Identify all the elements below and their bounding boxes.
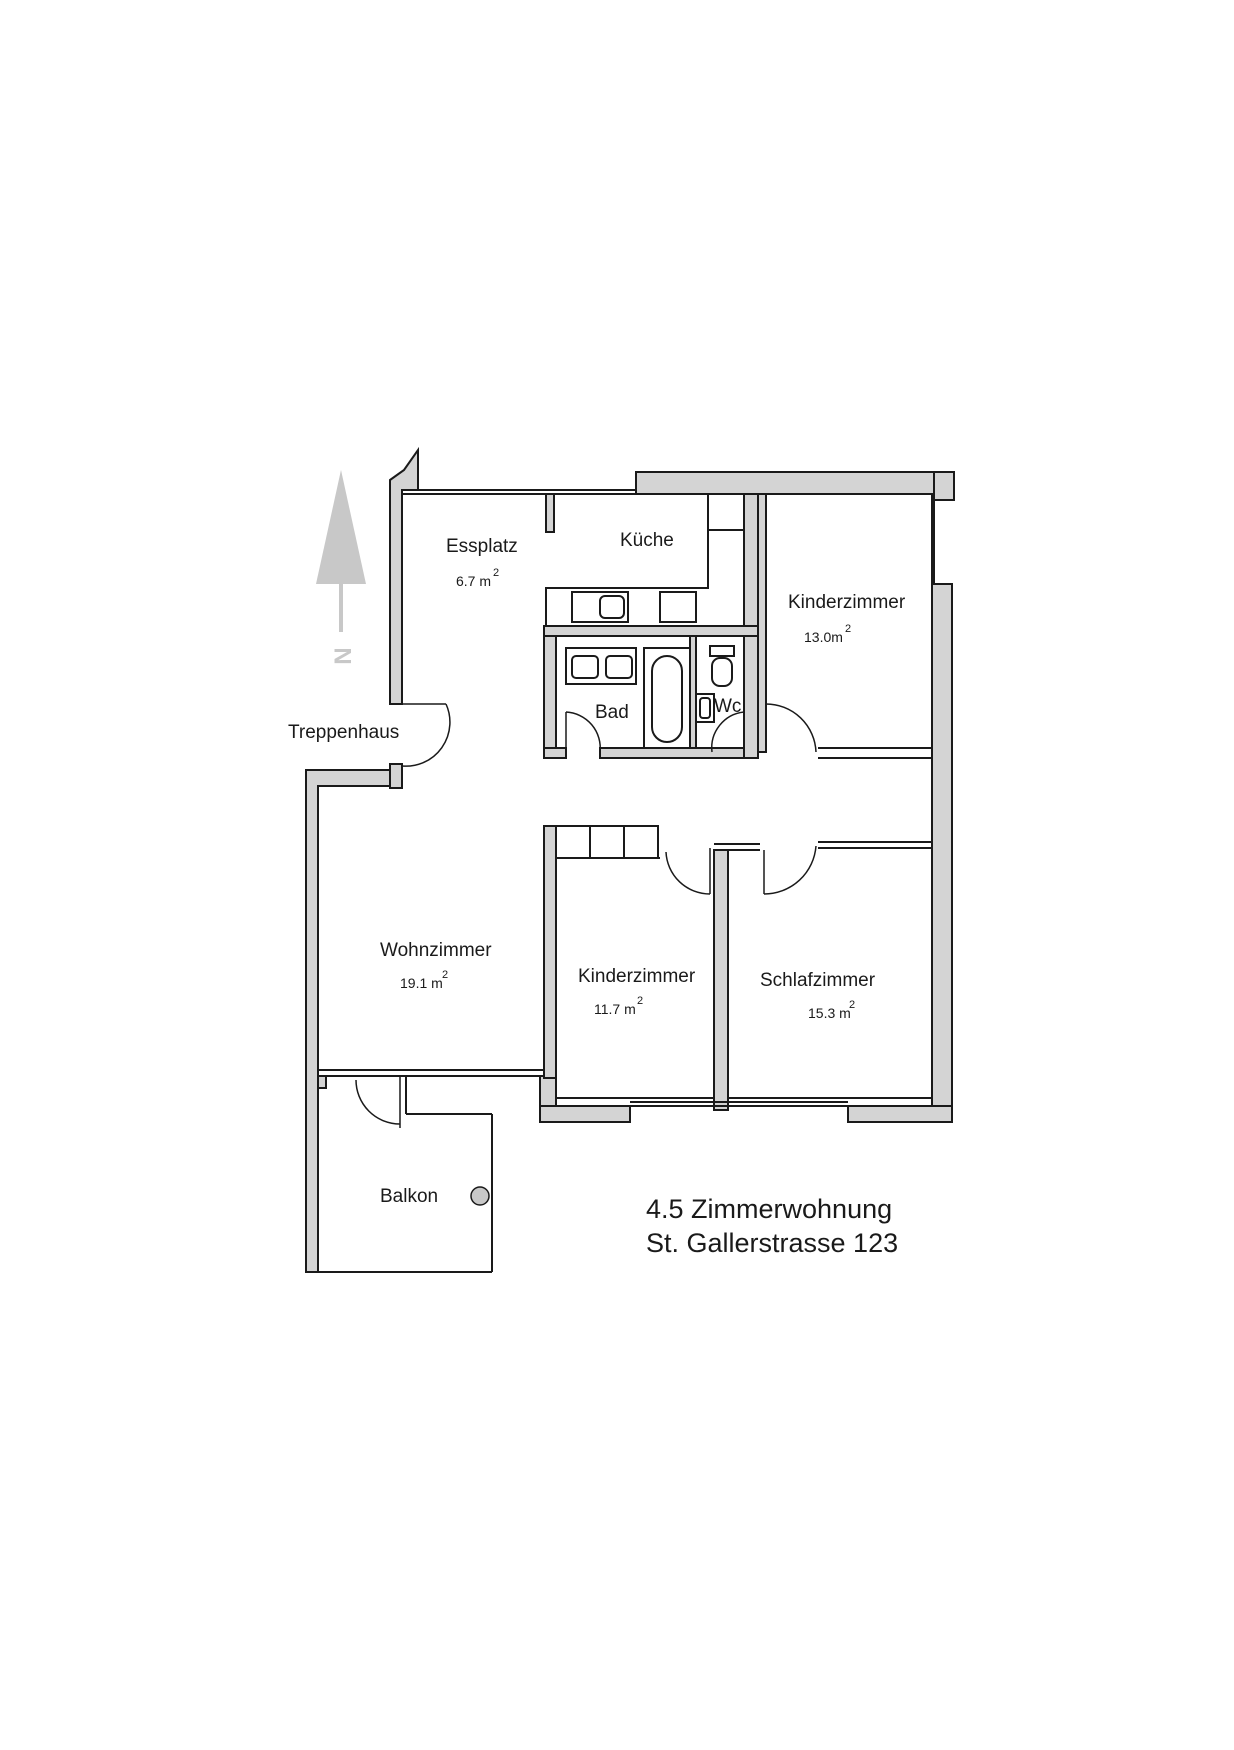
room-name-essplatz: Essplatz (446, 536, 518, 557)
room-name-kinderzimmer-2: Kinderzimmer (578, 966, 696, 987)
room-name-kueche: Küche (620, 530, 674, 551)
room-name-schlafzimmer: Schlafzimmer (760, 970, 876, 991)
north-arrow-icon: N (316, 470, 366, 665)
north-label: N (329, 647, 356, 664)
area-exponent: 2 (845, 623, 851, 635)
room-area-schlafzimmer: 15.3 m (808, 1005, 851, 1021)
room-name-kinderzimmer-1: Kinderzimmer (788, 592, 906, 613)
area-exponent: 2 (637, 995, 643, 1007)
room-name-treppenhaus: Treppenhaus (288, 722, 399, 743)
plan-title: 4.5 Zimmerwohnung St. Gallerstrasse 123 (646, 1194, 898, 1258)
room-area-wohnzimmer: 19.1 m (400, 975, 443, 991)
room-area-kinderzimmer-1: 13.0m (804, 629, 843, 645)
room-name-balkon: Balkon (380, 1186, 438, 1207)
room-area-kinderzimmer-2: 11.7 m (594, 1001, 636, 1017)
room-name-wohnzimmer: Wohnzimmer (380, 940, 492, 961)
title-line-1: 4.5 Zimmerwohnung (646, 1194, 892, 1224)
doors (355, 703, 817, 1206)
area-exponent: 2 (442, 969, 448, 981)
interior-lines (317, 489, 935, 1273)
room-name-wc: Wc (714, 696, 741, 717)
room-labels: Essplatz 6.7 m 2 Küche Kinderzimmer 13.0… (288, 530, 906, 1207)
room-area-essplatz: 6.7 m (456, 573, 491, 589)
walls (305, 446, 955, 1273)
title-line-2: St. Gallerstrasse 123 (646, 1228, 898, 1258)
area-exponent: 2 (849, 999, 855, 1011)
area-exponent: 2 (493, 567, 499, 579)
room-name-bad: Bad (595, 702, 629, 723)
